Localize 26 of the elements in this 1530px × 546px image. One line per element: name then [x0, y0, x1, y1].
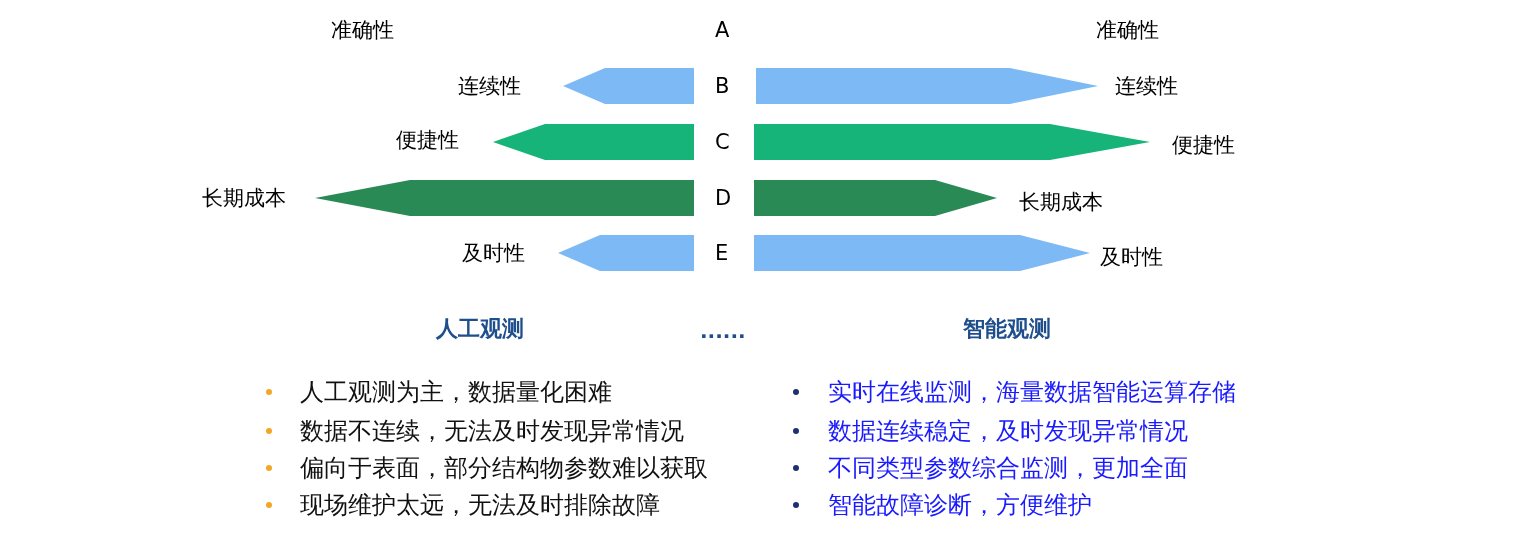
ellipsis-text: ......: [700, 319, 746, 343]
row-letter: B: [715, 74, 730, 100]
bullet-text: 人工观测为主，数据量化困难: [300, 377, 612, 407]
column-heading: 智能观测: [963, 315, 1051, 343]
attribute-label: 长期成本: [202, 186, 286, 212]
row-letter: D: [715, 186, 732, 212]
attribute-label: 准确性: [1096, 18, 1159, 44]
attribute-label: 便捷性: [1172, 133, 1235, 159]
bullet-text: 数据连续稳定，及时发现异常情况: [828, 416, 1188, 446]
attribute-label: 准确性: [331, 18, 394, 44]
column-heading: 人工观测: [436, 315, 524, 343]
row-letter: E: [715, 241, 729, 267]
attribute-label: 长期成本: [1019, 190, 1103, 216]
attribute-label: 便捷性: [396, 128, 459, 154]
attribute-label: 及时性: [1100, 245, 1163, 271]
attribute-label: 连续性: [458, 74, 521, 100]
bullet-text: 不同类型参数综合监测，更加全面: [828, 453, 1188, 483]
attribute-label: 及时性: [462, 241, 525, 267]
bullet-text: 智能故障诊断，方便维护: [828, 490, 1092, 520]
bullet-text: 现场维护太远，无法及时排除故障: [300, 490, 660, 520]
bullet-text: 数据不连续，无法及时发现异常情况: [300, 416, 684, 446]
attribute-label: 连续性: [1115, 74, 1178, 100]
bullet-text: 偏向于表面，部分结构物参数难以获取: [300, 453, 708, 483]
bullet-text: 实时在线监测，海量数据智能运算存储: [828, 377, 1236, 407]
row-letter: C: [715, 130, 730, 156]
row-letter: A: [715, 18, 730, 44]
